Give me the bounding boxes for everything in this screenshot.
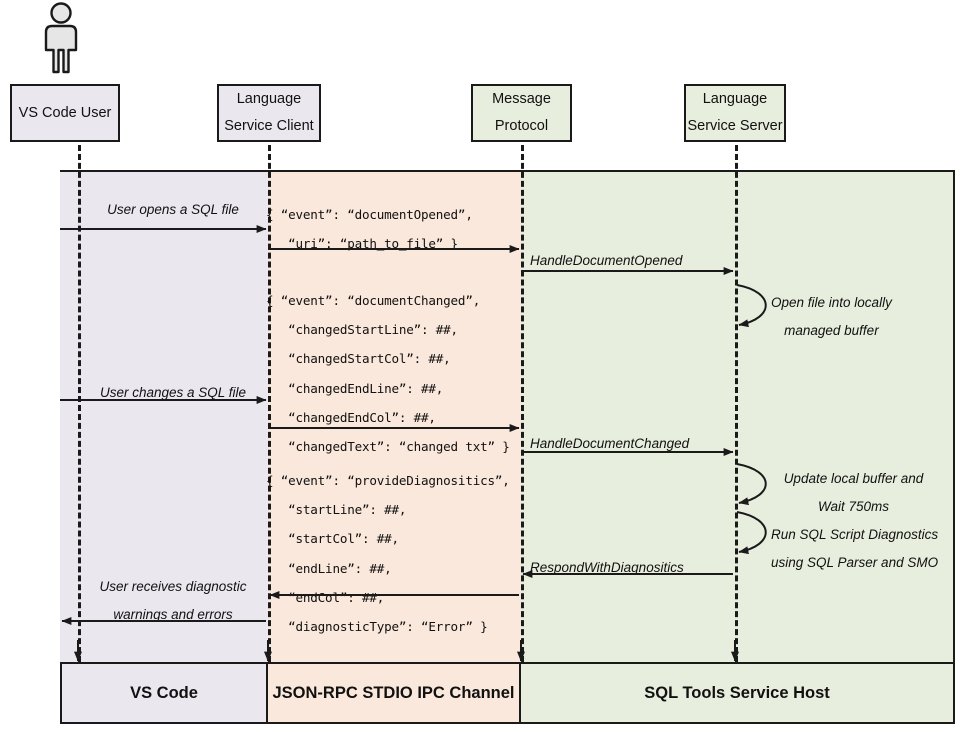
self-call-label-update-buffer-line1: Update local buffer and	[783, 471, 924, 486]
participant-vs-code-user[interactable]: VS Code User	[10, 84, 120, 142]
footer-vs-code: VS Code	[60, 662, 268, 724]
participant-language-service-client[interactable]: Language Service Client	[217, 84, 321, 142]
lifeline-vs-code-user	[78, 145, 81, 662]
payload-document-opened: { “event”: “documentOpened”, “uri”: “pat…	[266, 207, 473, 252]
user-actor-icon	[44, 2, 78, 74]
self-call-label-update-buffer-line2: Wait 750ms	[817, 498, 890, 514]
message-label-user-changes-sql-file: User changes a SQL file	[99, 385, 247, 400]
participant-label-line2: Service Server	[687, 118, 783, 134]
lane-vs-code	[60, 170, 268, 662]
participant-message-protocol[interactable]: Message Protocol	[471, 84, 572, 142]
participant-language-service-server[interactable]: Language Service Server	[684, 84, 786, 142]
participant-label-line1: Language	[702, 91, 768, 108]
lane-json-rpc-ipc	[268, 170, 521, 662]
participant-label-line1: Message	[492, 91, 551, 108]
message-label-handle-document-opened: HandleDocumentOpened	[530, 253, 683, 268]
lifeline-message-protocol	[521, 145, 524, 662]
self-call-label-open-file-line1: Open file into locally	[771, 295, 892, 310]
participant-label-line2: Protocol	[494, 118, 549, 134]
footer-label: VS Code	[130, 683, 198, 702]
lifeline-language-service-server	[735, 145, 738, 662]
lifeline-language-service-client	[268, 145, 271, 662]
message-label-respond-with-diagnositics: RespondWithDiagnositics	[530, 560, 684, 575]
participant-label-line1: VS Code User	[18, 104, 112, 121]
participant-label-line1: Language	[236, 91, 302, 108]
message-label-user-receives-diagnostics-line2: warnings and errors	[113, 606, 233, 622]
self-call-label-run-diagnostics-line1: Run SQL Script Diagnostics	[771, 527, 939, 542]
message-label-handle-document-changed: HandleDocumentChanged	[530, 436, 690, 451]
lane-sql-tools-service-host	[521, 170, 955, 662]
payload-provide-diagnositics: { “event”: “provideDiagnositics”, “start…	[266, 473, 510, 635]
self-call-label-open-file-line2: managed buffer	[784, 322, 879, 338]
message-label-user-opens-sql-file: User opens a SQL file	[107, 202, 239, 217]
payload-document-changed: { “event”: “documentChanged”, “changedSt…	[266, 293, 510, 455]
footer-label: JSON-RPC STDIO IPC Channel	[272, 683, 515, 702]
self-call-label-run-diagnostics-line2: using SQL Parser and SMO	[771, 554, 939, 570]
participant-label-line2: Service Client	[224, 118, 314, 134]
message-label-user-receives-diagnostics-line1: User receives diagnostic	[99, 579, 247, 594]
footer-sql-tools-service-host: SQL Tools Service Host	[521, 662, 955, 724]
footer-label: SQL Tools Service Host	[644, 683, 830, 702]
footer-json-rpc-ipc-channel: JSON-RPC STDIO IPC Channel	[268, 662, 521, 724]
